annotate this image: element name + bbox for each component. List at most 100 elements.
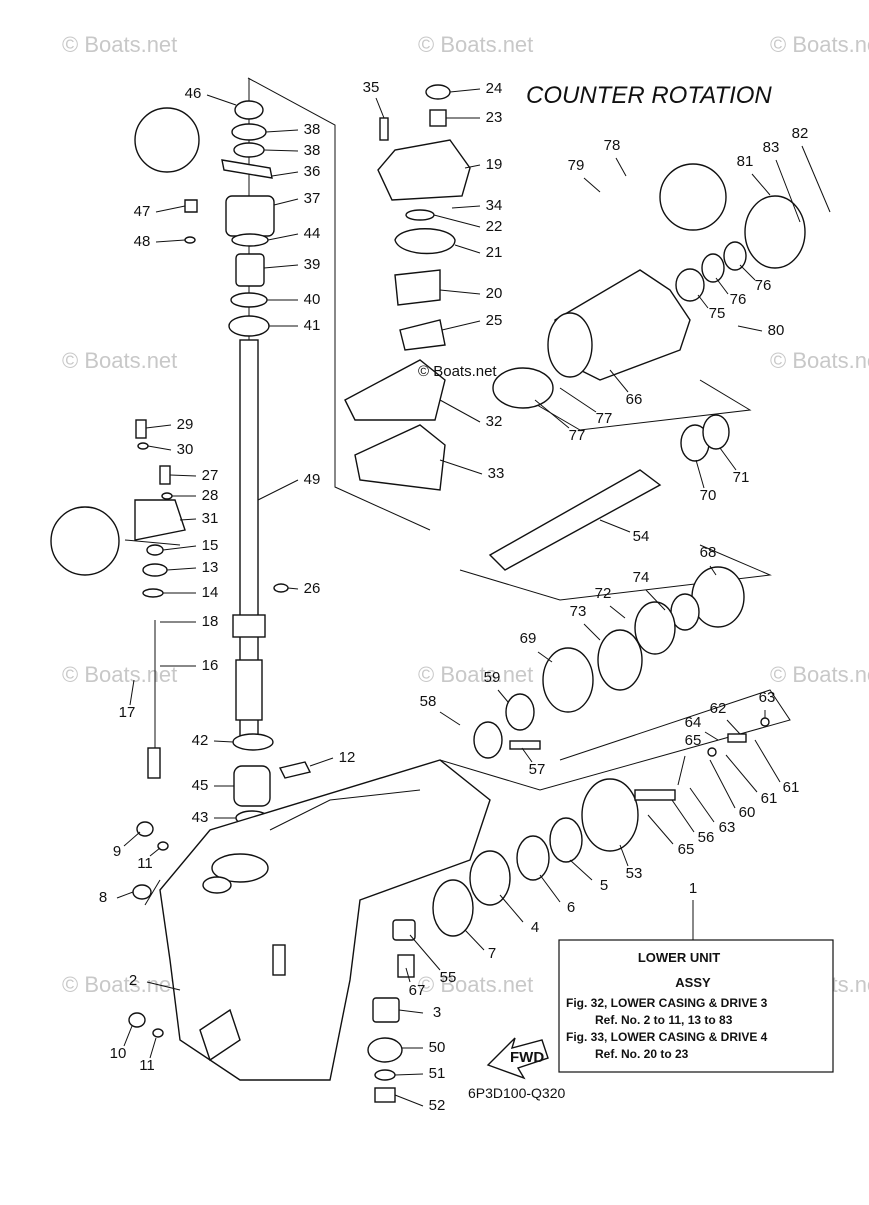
leader-line <box>263 264 299 269</box>
leader-line <box>647 814 674 845</box>
part-number-label: 3 <box>433 1004 441 1021</box>
part-number-label: 2 <box>129 972 137 989</box>
leader-line <box>116 891 134 899</box>
part-number-label: 15 <box>202 537 219 554</box>
part-number-label: 51 <box>429 1065 446 1082</box>
diagram-title: COUNTER ROTATION <box>526 82 772 109</box>
leader-line <box>155 239 186 243</box>
leader-line <box>309 757 334 767</box>
watermark-text: © Boats.net <box>418 972 533 997</box>
part-number-label: 78 <box>604 137 621 154</box>
part-number-label: 21 <box>486 244 503 261</box>
part-number-label: 72 <box>595 585 612 602</box>
leader-line <box>129 679 135 706</box>
leader-line <box>454 244 481 254</box>
part-number-label: 49 <box>304 471 321 488</box>
leader-line <box>394 1094 424 1107</box>
leader-line <box>695 459 705 489</box>
leader-line <box>499 894 524 923</box>
leader-line <box>123 831 141 847</box>
part-number-label: 36 <box>304 163 321 180</box>
part-number-label: 8 <box>99 889 107 906</box>
watermark-text: © Boats.net <box>62 662 177 687</box>
part-number-label: 74 <box>633 569 650 586</box>
leader-line <box>726 719 741 735</box>
watermark-text: © Boats.net <box>418 662 533 687</box>
leader-line <box>375 97 385 119</box>
part-number-label: 39 <box>304 256 321 273</box>
info-box-line4: Ref. No. 2 to 11, 13 to 83 <box>595 1013 733 1027</box>
part-number-label: 46 <box>185 85 202 102</box>
leader-line <box>263 149 299 152</box>
watermark-text: © Boats.net <box>62 348 177 373</box>
part-number-label: 75 <box>709 305 726 322</box>
part-number-label: 53 <box>626 865 643 882</box>
leader-line <box>145 424 172 429</box>
part-number-label: 19 <box>486 156 503 173</box>
leader-line <box>583 623 601 641</box>
watermark-text: © Boats.net <box>418 32 533 57</box>
forward-gear-group <box>432 717 770 937</box>
leader-line <box>709 759 736 809</box>
part-number-label: 14 <box>202 584 219 601</box>
part-number-label: 80 <box>768 322 785 339</box>
leader-line <box>609 369 629 393</box>
part-number-label: 35 <box>363 79 380 96</box>
part-number-label: 59 <box>484 669 501 686</box>
leader-line <box>539 874 561 903</box>
part-number-label: 40 <box>304 291 321 308</box>
leader-line <box>271 171 299 177</box>
lower-small-parts <box>128 821 416 1103</box>
part-number-label: 68 <box>700 544 717 561</box>
part-number-label: 77 <box>569 427 586 444</box>
part-number-label: 26 <box>304 580 321 597</box>
watermark-text: © Boats.net <box>770 348 869 373</box>
leader-line <box>206 94 237 106</box>
part-number-label: 7 <box>488 945 496 962</box>
part-number-label: 63 <box>759 689 776 706</box>
leader-line <box>439 459 483 475</box>
leader-line <box>149 847 161 857</box>
part-number-label: 20 <box>486 285 503 302</box>
shift-parts <box>134 419 289 779</box>
part-number-label: 63 <box>719 819 736 836</box>
part-number-label: 55 <box>440 969 457 986</box>
info-box-line6: Ref. No. 20 to 23 <box>595 1047 689 1061</box>
leader-line <box>704 731 719 741</box>
part-number-label: 77 <box>596 410 613 427</box>
leader-line <box>265 129 299 133</box>
part-number-label: 48 <box>134 233 151 250</box>
leader-line <box>671 799 695 833</box>
leader-line <box>559 387 597 413</box>
leader-line <box>537 651 553 663</box>
leader-line <box>725 754 758 793</box>
part-number-label: 32 <box>486 413 503 430</box>
leader-line <box>677 755 686 786</box>
leader-line <box>441 320 481 331</box>
shaft-housing <box>473 195 806 759</box>
part-number-label: 81 <box>737 153 754 170</box>
fwd-arrow: FWD <box>486 1037 549 1080</box>
leader-line <box>583 177 601 193</box>
part-number-label: 30 <box>177 441 194 458</box>
part-number-label: 11 <box>137 855 153 872</box>
part-number-label: 42 <box>192 732 209 749</box>
leader-line <box>267 233 299 241</box>
part-number-label: 25 <box>486 312 503 329</box>
part-number-label: 61 <box>783 779 800 796</box>
part-number-label: 76 <box>755 277 772 294</box>
water-pump: © Boats.net <box>344 84 497 491</box>
part-number-label: 60 <box>739 804 756 821</box>
part-number-label: 70 <box>700 487 717 504</box>
leader-line <box>123 1025 133 1047</box>
part-number-label: 31 <box>202 510 219 527</box>
leader-line <box>179 518 197 521</box>
leader-line <box>715 277 729 295</box>
part-number-label: 6 <box>567 899 575 916</box>
leader-line <box>737 325 763 332</box>
bracket-lines <box>124 77 791 906</box>
leader-line <box>155 205 186 213</box>
part-number-label: 38 <box>304 142 321 159</box>
leader-line <box>697 294 709 309</box>
